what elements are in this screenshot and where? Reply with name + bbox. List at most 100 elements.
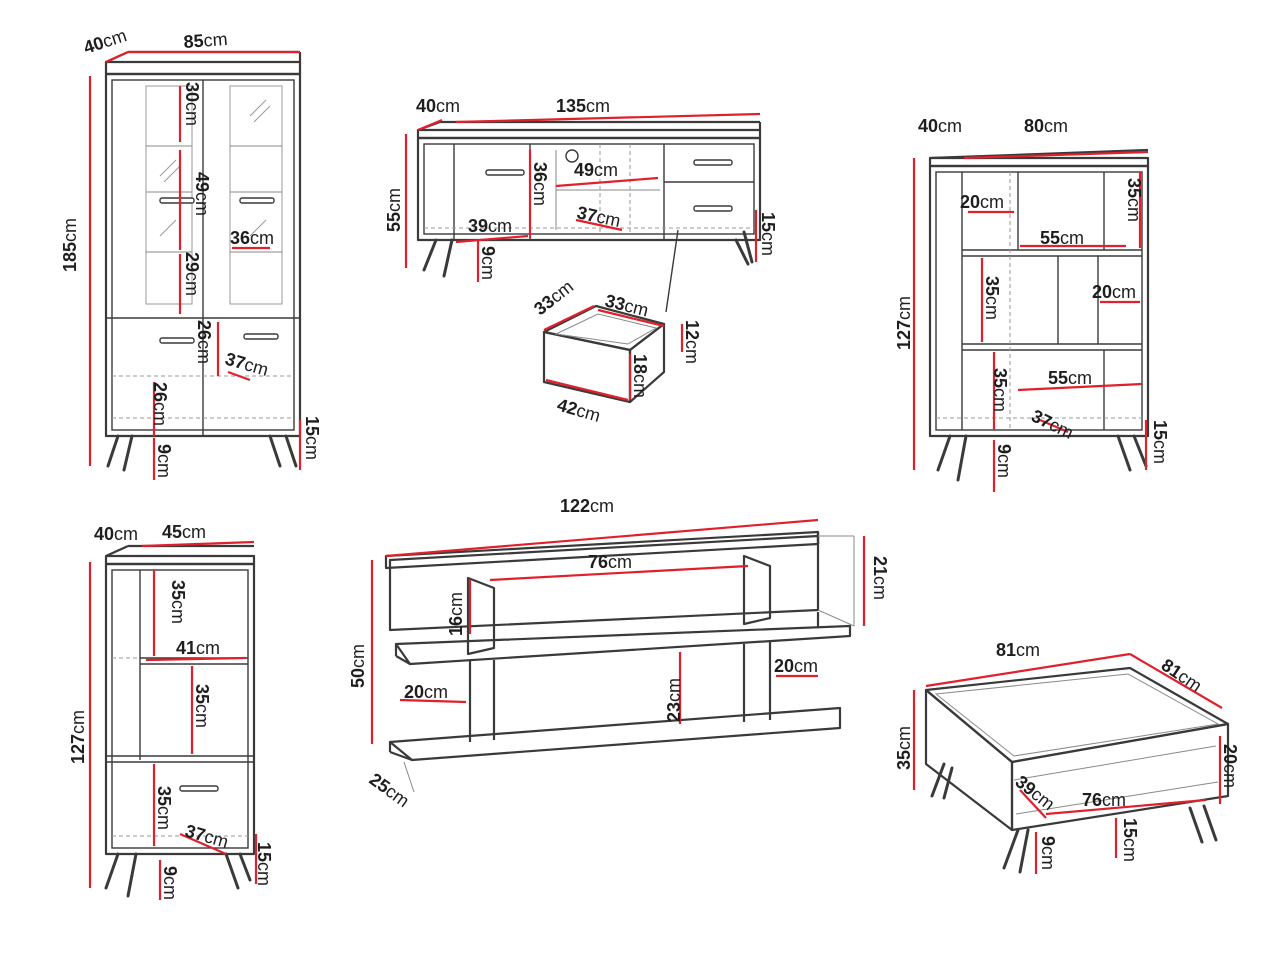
vitrine-shelf-gap-top-label: 30cm <box>182 82 202 126</box>
dimension-unit: cm <box>1068 368 1092 388</box>
dimension-unit: cm <box>60 218 80 242</box>
dimension-value: 49 <box>574 160 594 180</box>
dimension-unit: cm <box>250 228 274 248</box>
dimension-unit: cm <box>160 876 180 900</box>
dimension-unit: cm <box>870 576 890 600</box>
dimension-value: 76 <box>588 552 608 572</box>
vitrine-bottom-space-label: 26cm <box>150 382 170 426</box>
coffee-table-width-label: 81cm <box>996 640 1040 660</box>
dimension-unit: cm <box>938 116 962 136</box>
dimension-value: 9 <box>1038 836 1058 846</box>
coffee-table-legs-label: 15cm <box>1120 818 1140 862</box>
wall-shelf-depth-label: 25cm <box>366 769 413 811</box>
wall-shelf-left-cubby-label: 20cm <box>404 682 448 702</box>
dimension-unit: cm <box>682 340 702 364</box>
dimension-value: 35 <box>154 786 174 806</box>
dimension-value: 40 <box>94 524 114 544</box>
tv-unit-height-label: 55cm <box>384 188 404 232</box>
dimension-value: 21 <box>870 556 890 576</box>
dimension-value: 135 <box>556 96 586 116</box>
bookcase-legs-label: 15cm <box>1150 420 1170 464</box>
vitrine-shelf-gap-low-label: 29cm <box>182 252 202 296</box>
drawer-depth-a-label: 33cm <box>530 276 577 319</box>
dimension-value: 9 <box>160 866 180 876</box>
dimension-unit: cm <box>384 188 404 212</box>
vitrine-depth-label: 40cm <box>81 25 129 58</box>
coffee-table-inner-width-label: 76cm <box>1082 790 1126 810</box>
dimension-value: 127 <box>68 734 88 764</box>
wall-shelf-drawing <box>370 518 866 793</box>
dimension-unit: cm <box>1060 228 1084 248</box>
vitrine-shelf-depth-label: 36cm <box>230 228 274 248</box>
narrow-cabinet-top-gap-label: 35cm <box>168 580 188 624</box>
bookcase-wide-width-label: 55cm <box>1040 228 1084 248</box>
dimension-value: 55 <box>1040 228 1060 248</box>
narrow-cabinet-width-label: 45cm <box>162 522 206 542</box>
dimension-unit: cm <box>168 600 188 624</box>
narrow-cabinet-inner-depth-label: 37cm <box>183 821 231 852</box>
narrow-cabinet-shelf-width-label: 41cm <box>176 638 220 658</box>
dimension-value: 15 <box>302 416 322 436</box>
coffee-table-height-label: 35cm <box>894 726 914 770</box>
bookcase-narrow-width-label: 20cm <box>960 192 1004 212</box>
dimension-value: 33 <box>603 290 627 314</box>
dimension-value: 49 <box>192 172 212 192</box>
dimension-value: 15 <box>758 212 778 232</box>
dimension-value: 35 <box>990 368 1010 388</box>
coffee-table-drawing <box>912 652 1230 874</box>
narrow-cabinet-depth-label: 40cm <box>94 524 138 544</box>
dimension-unit: cm <box>196 638 220 658</box>
dimension-value: 23 <box>664 702 684 722</box>
dimension-unit: cm <box>1112 282 1136 302</box>
wall-shelf-side-height-label: 16cm <box>446 592 466 636</box>
dimension-unit: cm <box>446 592 466 616</box>
dimension-value: 80 <box>1024 116 1044 136</box>
dimension-value: 20 <box>774 656 794 676</box>
tv-unit-shelf-depth-label: 37cm <box>575 202 622 231</box>
narrow-cabinet-height-label: 127cm <box>68 710 88 764</box>
dimension-unit: cm <box>594 160 618 180</box>
dimension-value: 55 <box>1048 368 1068 388</box>
tv-unit-width-label: 135cm <box>556 96 610 116</box>
vitrine-shelf-gap-mid-label: 49cm <box>192 172 212 216</box>
dimension-unit: cm <box>182 272 202 296</box>
wall-shelf-height-label: 50cm <box>348 644 368 688</box>
bookcase-plinth-label: 9cm <box>994 444 1014 478</box>
dimension-unit: cm <box>68 710 88 734</box>
dimension-value: 9 <box>994 444 1014 454</box>
dimension-value: 41 <box>176 638 196 658</box>
dimension-unit: cm <box>1124 198 1144 222</box>
narrow-cabinet-door-gap-label: 35cm <box>154 786 174 830</box>
dimension-value: 16 <box>446 616 466 636</box>
dimension-unit: cm <box>1102 790 1126 810</box>
dimension-unit: cm <box>894 296 914 320</box>
vitrine-drawer-front-label: 26cm <box>194 320 214 364</box>
dimension-value: 26 <box>150 382 170 402</box>
bookcase-inner-depth-label: 37cm <box>1028 406 1076 443</box>
narrow-cabinet-plinth-label: 9cm <box>160 866 180 900</box>
bookcase-mid-narrow-label: 20cm <box>1092 282 1136 302</box>
dimension-unit: cm <box>758 232 778 256</box>
dimension-value: 35 <box>168 580 188 600</box>
coffee-table-depth-label: 81cm <box>1158 655 1206 696</box>
dimension-value: 20 <box>404 682 424 702</box>
dimension-value: 18 <box>630 354 650 374</box>
dimension-unit: cm <box>990 388 1010 412</box>
dimension-unit: cm <box>154 806 174 830</box>
dimension-value: 29 <box>182 252 202 272</box>
dimension-unit: cm <box>1038 846 1058 870</box>
wall-shelf-center-gap-label: 23cm <box>664 678 684 722</box>
dimension-value: 35 <box>1124 178 1144 198</box>
dimension-value: 9 <box>154 444 174 454</box>
dimension-unit: cm <box>982 296 1002 320</box>
vitrine-height-label: 185cm <box>60 218 80 272</box>
dimension-value: 50 <box>348 668 368 688</box>
bookcase-low-width-label: 55cm <box>1048 368 1092 388</box>
dimension-unit: cm <box>254 862 274 886</box>
bookcase-depth-label: 40cm <box>918 116 962 136</box>
dimension-unit: cm <box>114 524 138 544</box>
dimension-unit: cm <box>530 182 550 206</box>
coffee-table-plinth-label: 9cm <box>1038 836 1058 870</box>
bookcase-drawing <box>912 148 1150 492</box>
dimension-value: 35 <box>894 750 914 770</box>
